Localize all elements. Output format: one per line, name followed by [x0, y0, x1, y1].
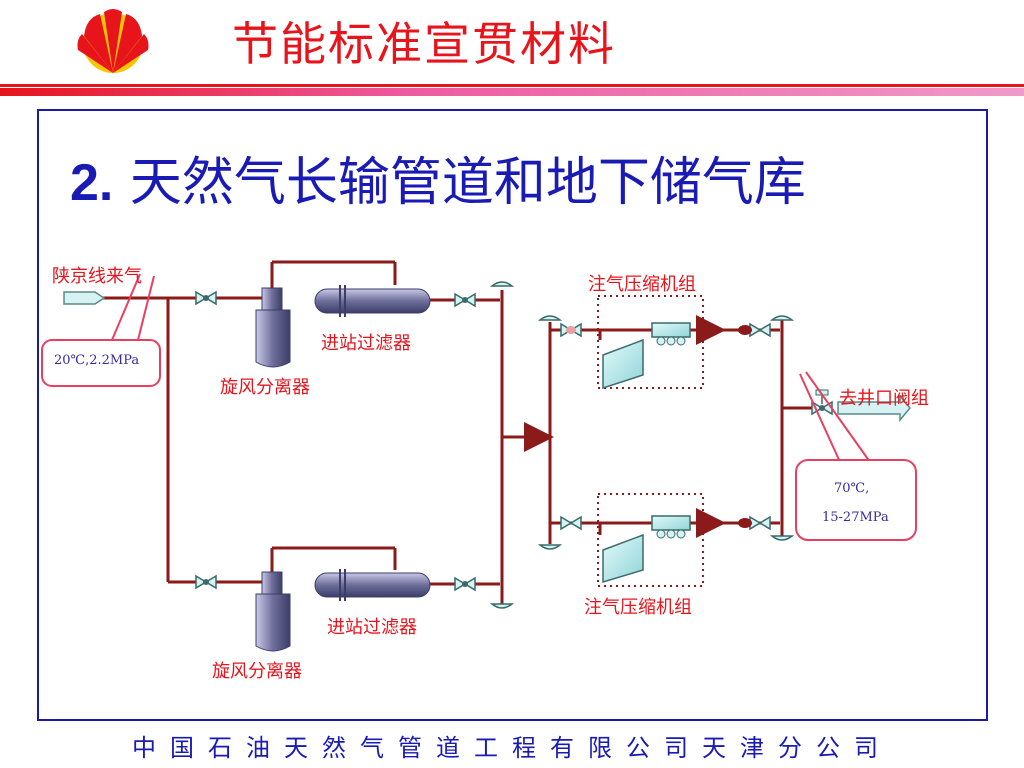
wellhead-label: 去井口阀组 — [839, 388, 929, 409]
filter-top-label: 进站过滤器 — [321, 333, 411, 354]
petrochina-logo — [77, 9, 149, 73]
header-band — [0, 88, 1024, 96]
slide-number: 2. — [70, 154, 114, 212]
slide-title-text: 天然气长输管道和地下储气库 — [129, 153, 806, 213]
compressor-bottom-label: 注气压缩机组 — [584, 597, 692, 618]
content-frame — [37, 109, 988, 721]
footer-company: 中国石油天然气管道工程有限公司天津分公司 — [132, 734, 892, 762]
cyclone-top-label: 旋风分离器 — [220, 377, 310, 398]
source-gas-label: 陕京线来气 — [52, 266, 142, 287]
outlet-condition-pressure: 15-27MPa — [822, 510, 889, 525]
header-title: 节能标准宣贯材料 — [232, 17, 616, 71]
cyclone-bottom-label: 旋风分离器 — [212, 661, 302, 682]
outlet-condition-temp: 70℃, — [834, 481, 870, 496]
slide-title: 2. 天然气长输管道和地下储气库 — [70, 140, 806, 215]
filter-bottom-label: 进站过滤器 — [327, 617, 417, 638]
inlet-condition-text: 20℃,2.2MPa — [54, 353, 140, 368]
compressor-top-label: 注气压缩机组 — [588, 274, 696, 295]
header-divider — [0, 84, 1024, 87]
